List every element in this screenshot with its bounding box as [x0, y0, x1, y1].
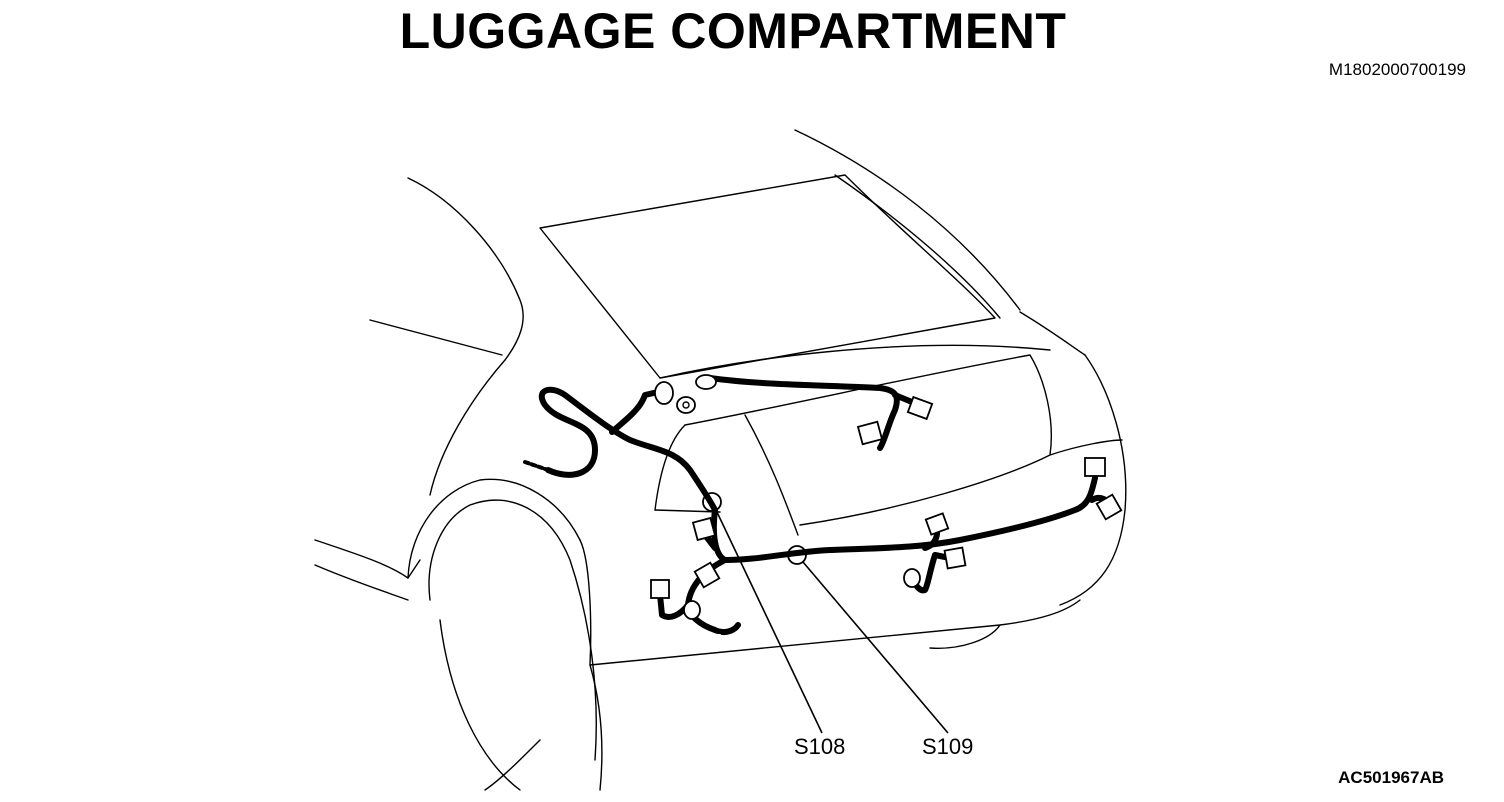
wiring-harness	[523, 375, 1113, 636]
leader-line-s108	[715, 509, 823, 734]
grommet-left-upper	[654, 381, 674, 405]
splice-s108	[702, 492, 823, 734]
figure-code: AC501967AB	[1338, 768, 1444, 787]
connector-far-right-lower	[1095, 493, 1123, 521]
grommet-lower-right	[903, 568, 921, 588]
connector-center-right-upper	[924, 512, 950, 536]
splice-s108-marker	[702, 492, 722, 512]
connector-center-left	[693, 561, 721, 589]
document-code: M1802000700199	[1328, 60, 1466, 79]
splice-s109	[787, 545, 949, 734]
splice-s109-marker	[787, 545, 807, 565]
grommets	[654, 374, 921, 620]
connectors	[650, 395, 1123, 599]
connector-center-right-lower	[943, 546, 967, 570]
connector-top-right	[906, 395, 934, 421]
car-body-outline	[314, 129, 1127, 791]
connector-s108-branch	[691, 516, 717, 542]
connector-top-left	[856, 420, 884, 446]
callout-s109: S109	[922, 734, 973, 759]
grommet-top	[695, 374, 717, 390]
grommet-lower-left	[683, 600, 701, 620]
leader-line-s109	[802, 561, 949, 734]
callout-s108: S108	[794, 734, 845, 759]
connector-far-right-upper	[1084, 457, 1106, 477]
page-title: LUGGAGE COMPARTMENT	[399, 3, 1067, 59]
grommet-left-coil	[676, 396, 696, 414]
connector-lower-left	[650, 579, 670, 599]
